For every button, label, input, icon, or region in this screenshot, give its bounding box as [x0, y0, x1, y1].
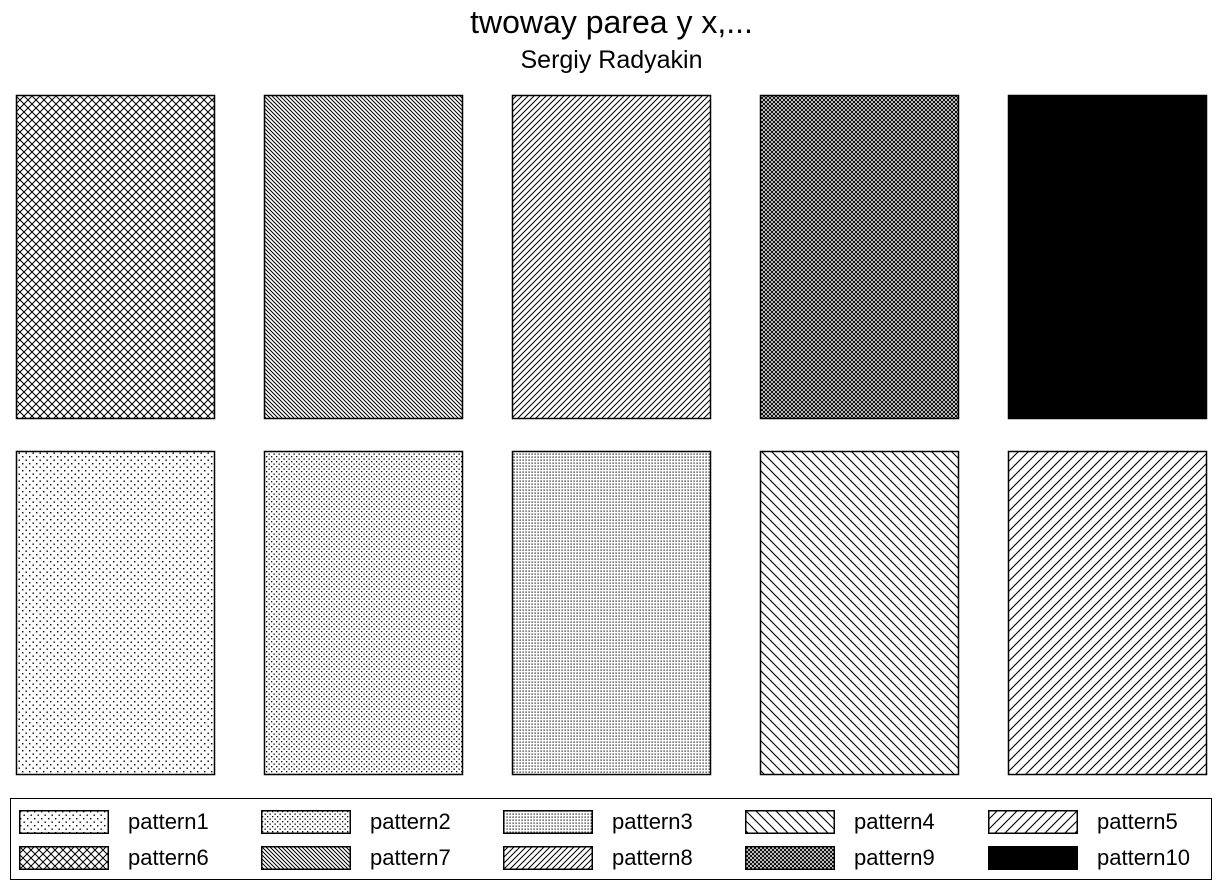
- legend-label-pattern6: pattern6: [128, 845, 209, 870]
- legend-item-pattern8: pattern8: [503, 843, 743, 873]
- legend-item-pattern10: pattern10: [988, 843, 1223, 873]
- legend-swatch-pattern2: [261, 810, 351, 834]
- area-pattern5: [1007, 450, 1208, 776]
- area-pattern4: [759, 450, 960, 776]
- legend-label-pattern9: pattern9: [854, 845, 935, 870]
- pattern-panels: [15, 94, 1208, 776]
- area-pattern2: [263, 450, 464, 776]
- legend-swatch-pattern1: [19, 810, 109, 834]
- legend-swatch-pattern8: [503, 846, 593, 870]
- legend-item-pattern5: pattern5: [988, 807, 1223, 837]
- legend-item-pattern1: pattern1: [19, 807, 259, 837]
- area-pattern6: [15, 94, 216, 420]
- legend-label-pattern3: pattern3: [612, 809, 693, 834]
- legend-swatch-pattern9: [745, 846, 835, 870]
- area-pattern7: [263, 94, 464, 420]
- legend-swatch-pattern6: [19, 846, 109, 870]
- legend: pattern1 pattern2 pattern3 pattern4 pattern5…: [10, 798, 1212, 880]
- legend-label-pattern4: pattern4: [854, 809, 935, 834]
- legend-swatch-pattern7: [261, 846, 351, 870]
- area-pattern10: [1007, 94, 1208, 420]
- legend-item-pattern6: pattern6: [19, 843, 259, 873]
- area-pattern1: [15, 450, 216, 776]
- area-pattern9: [759, 94, 960, 420]
- legend-swatch-pattern4: [745, 810, 835, 834]
- legend-label-pattern10: pattern10: [1097, 845, 1190, 870]
- area-pattern8: [511, 94, 712, 420]
- legend-label-pattern7: pattern7: [370, 845, 451, 870]
- legend-label-pattern8: pattern8: [612, 845, 693, 870]
- chart-subtitle: Sergiy Radyakin: [520, 46, 703, 74]
- legend-label-pattern1: pattern1: [128, 809, 209, 834]
- chart-title: twoway parea y x,...: [470, 4, 753, 40]
- area-pattern3: [511, 450, 712, 776]
- legend-label-pattern2: pattern2: [370, 809, 451, 834]
- legend-label-pattern5: pattern5: [1097, 809, 1178, 834]
- legend-item-pattern4: pattern4: [745, 807, 985, 837]
- legend-item-pattern3: pattern3: [503, 807, 743, 837]
- legend-swatch-pattern5: [988, 810, 1078, 834]
- legend-item-pattern9: pattern9: [745, 843, 985, 873]
- legend-swatch-pattern10: [988, 846, 1078, 870]
- legend-swatch-pattern3: [503, 810, 593, 834]
- legend-item-pattern7: pattern7: [261, 843, 501, 873]
- legend-item-pattern2: pattern2: [261, 807, 501, 837]
